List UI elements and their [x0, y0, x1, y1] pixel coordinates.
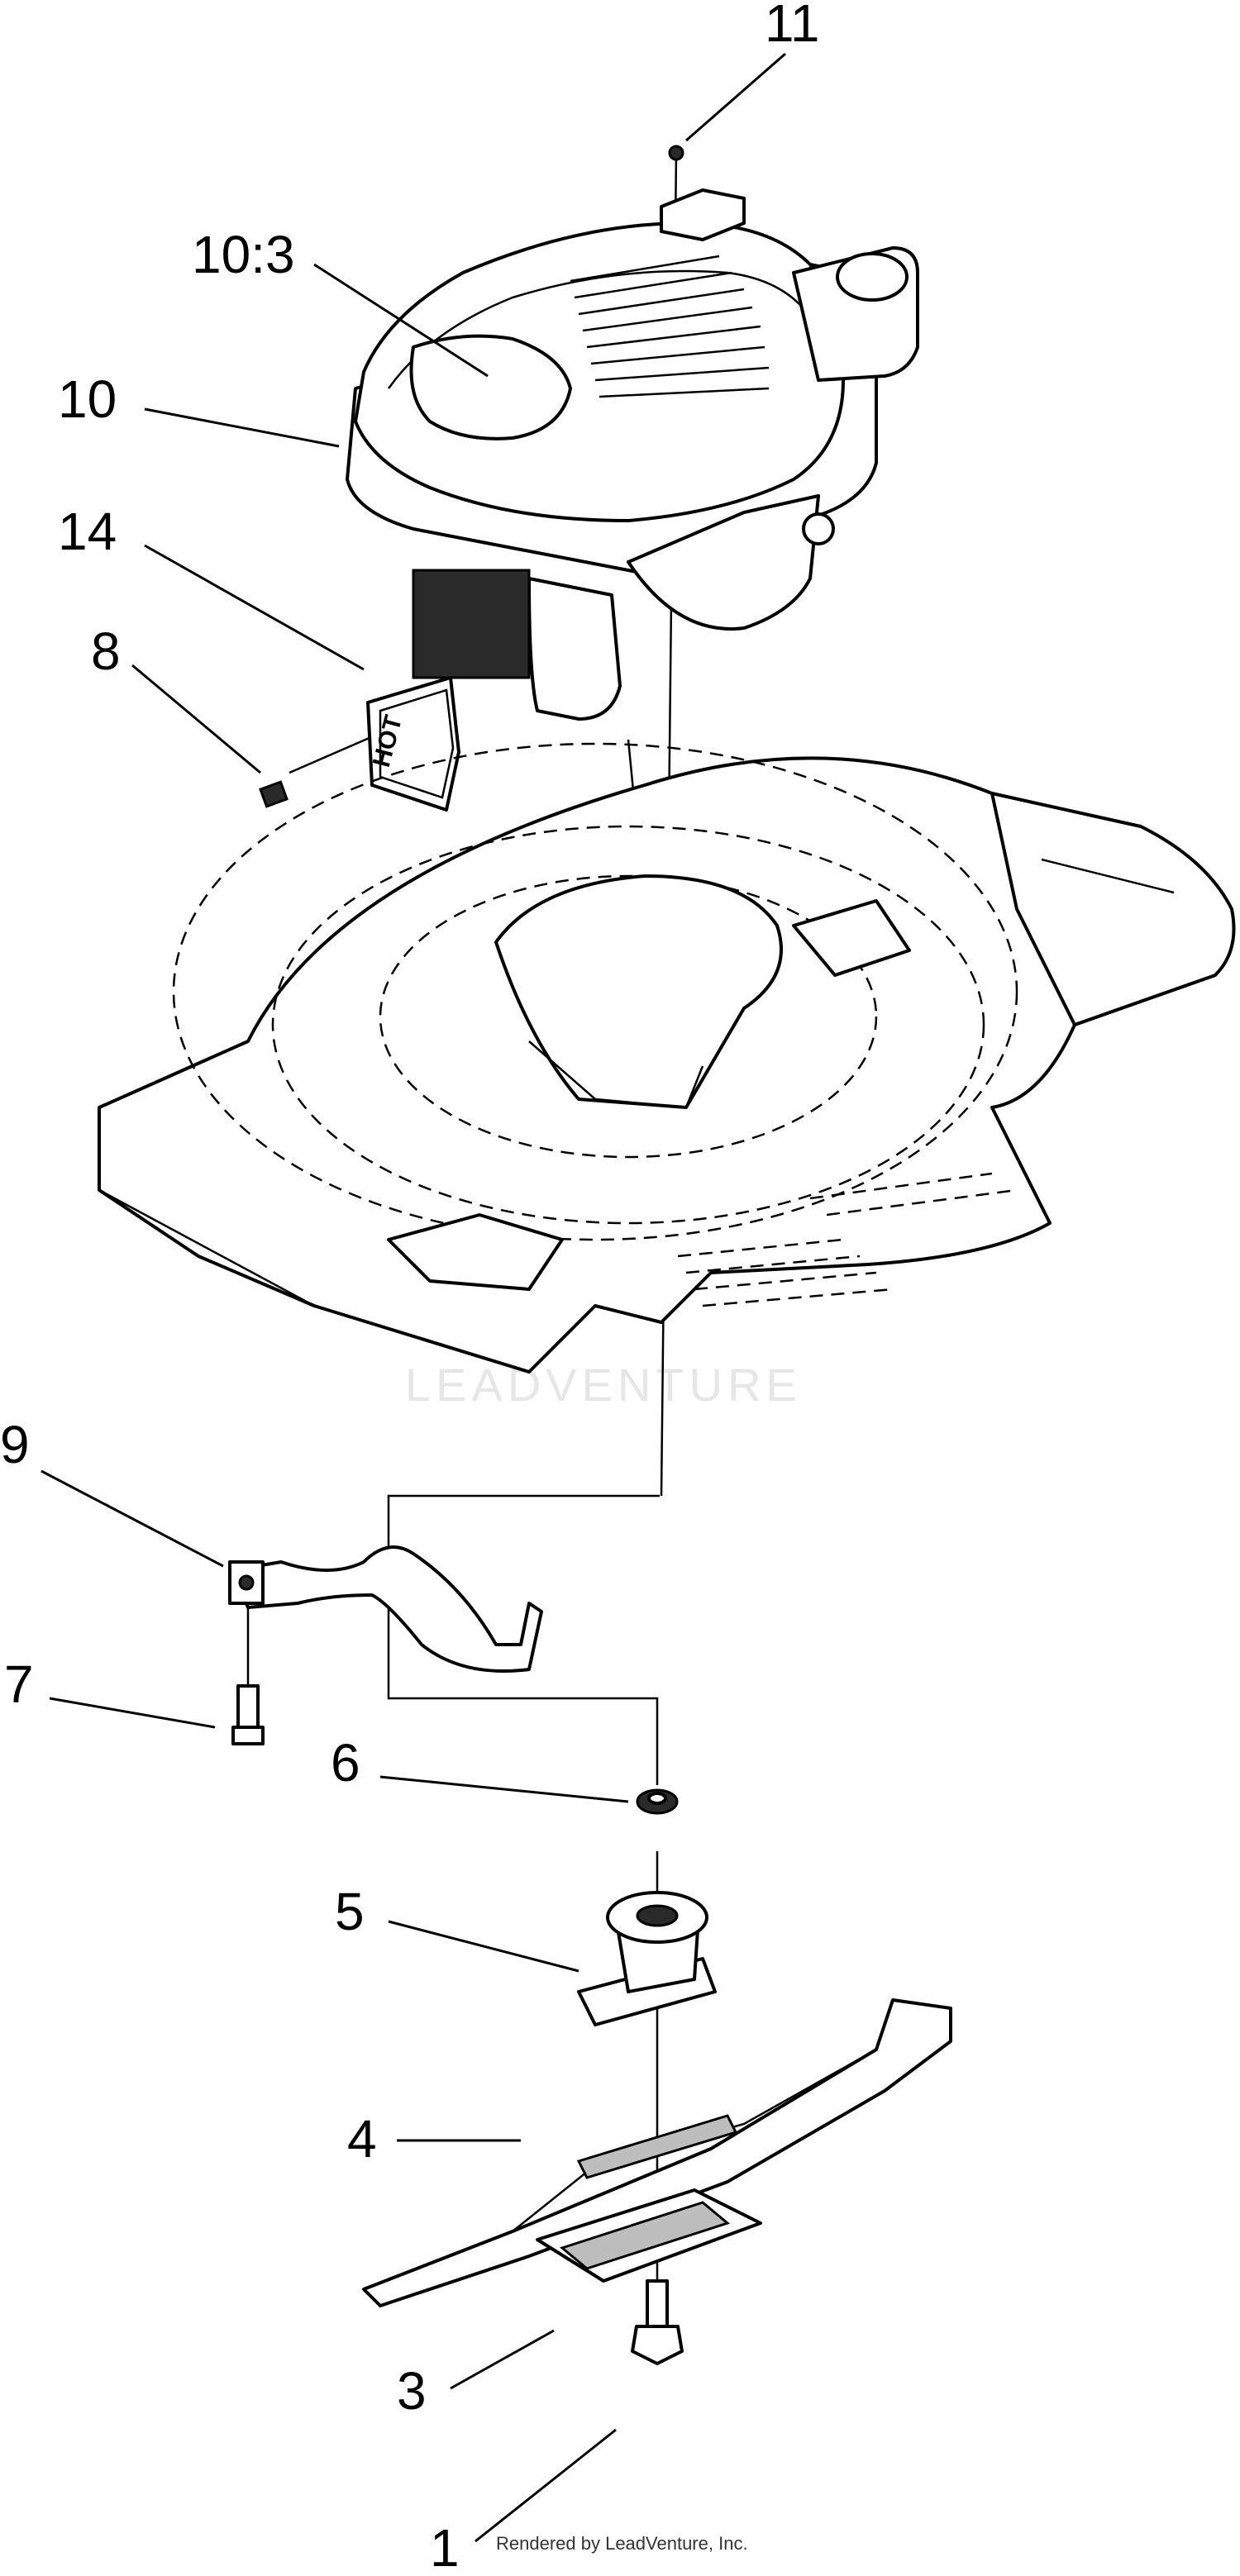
deck-ribs	[677, 1172, 1018, 1307]
callout-11: 11	[765, 0, 819, 53]
stiffener-3	[536, 2188, 762, 2283]
cooling-fins	[570, 255, 770, 398]
mower-deck	[98, 742, 1236, 1374]
callout-5: 5	[335, 1882, 365, 1941]
callout-4: 4	[347, 2109, 377, 2169]
screw-8	[259, 780, 289, 808]
callout-9: 9	[0, 1415, 30, 1474]
cover-plate	[409, 334, 572, 440]
engine-assembly	[346, 145, 919, 721]
blade-4	[362, 1998, 952, 2307]
callout-14: 14	[58, 502, 117, 561]
heat-shield: HOT	[366, 676, 460, 812]
fuel-cap	[836, 252, 909, 302]
watermark-text: LEADVENTURE	[405, 1359, 802, 1411]
bracket-9	[228, 1545, 543, 1673]
callout-7: 7	[4, 1655, 34, 1714]
callout-10-3: 10:3	[192, 225, 295, 284]
callout-6: 6	[331, 1733, 360, 1793]
washer-6	[636, 1788, 679, 1815]
blade-bolt-1	[631, 2279, 684, 2365]
bolt-7	[231, 1684, 265, 1745]
small-nut	[668, 145, 684, 161]
callouts: 11 10:3 10 14 8 9 7 6 5 4 3 1	[0, 0, 819, 2576]
callout-8: 8	[91, 621, 121, 681]
callout-10: 10	[58, 369, 117, 429]
footer-credit: Rendered by LeadVenture, Inc.	[496, 2533, 748, 2554]
blade-adapter-5	[577, 1891, 717, 2026]
callout-1: 1	[430, 2518, 460, 2576]
callout-3: 3	[397, 2361, 427, 2421]
